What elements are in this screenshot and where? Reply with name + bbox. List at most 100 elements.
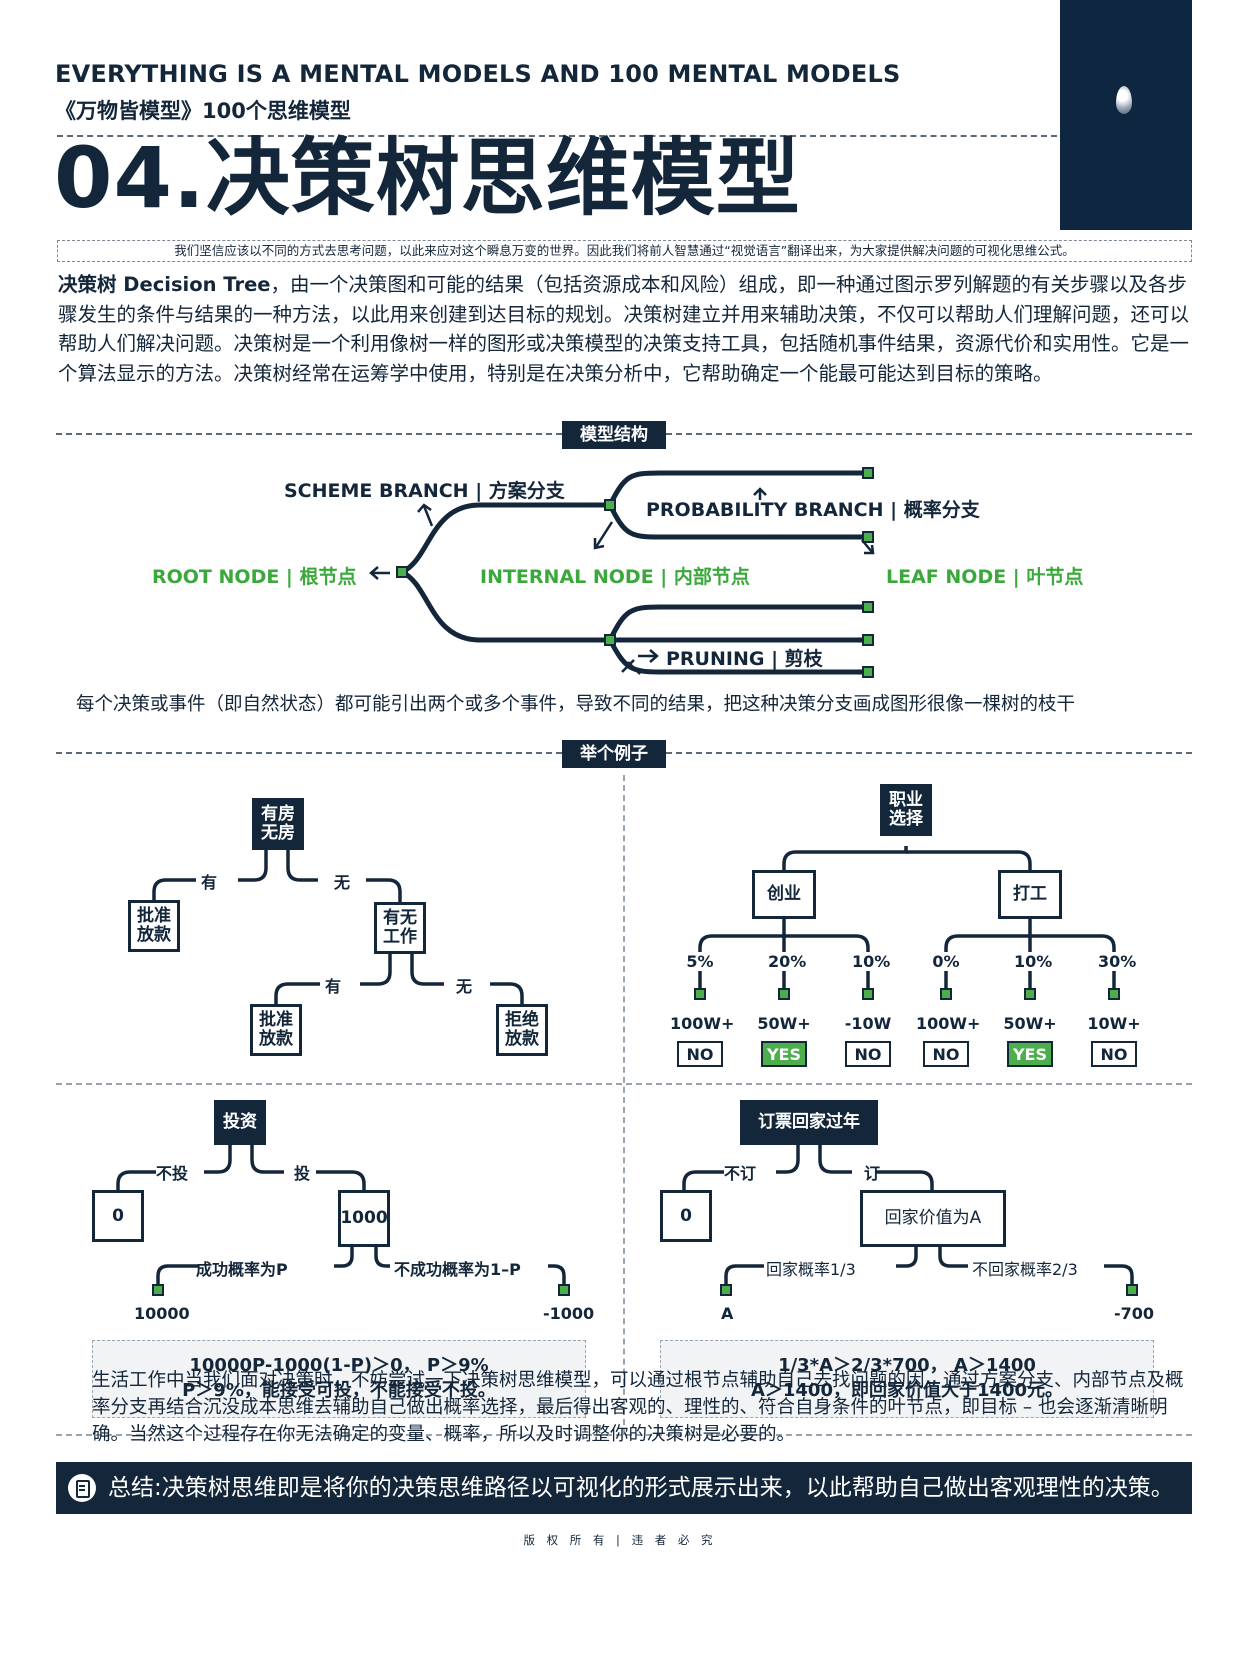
career-leaf-probability: 0%	[930, 952, 962, 971]
ticket-branch-no: 不订	[724, 1164, 757, 1183]
career-leaf-probability: 30%	[1098, 952, 1137, 971]
career-leaf-yes-tag: YES	[761, 1041, 807, 1067]
book-cover-image	[1060, 0, 1192, 230]
label-scheme-branch: SCHEME BRANCH | 方案分支	[284, 480, 565, 502]
leaf-node-square	[862, 531, 874, 543]
house-root-node: 有房无房	[252, 798, 304, 850]
example-horizontal-divider	[56, 1083, 1192, 1085]
ticket-leaf-home: A	[721, 1304, 734, 1323]
ticket-leaf-square	[720, 1284, 732, 1296]
career-leaf-value: 100W+	[670, 1014, 735, 1033]
ticket-branch-yes: 订	[864, 1164, 881, 1183]
career-leaf-probability: 20%	[768, 952, 807, 971]
house-leaf-approve: 批准放款	[128, 900, 180, 952]
career-leaf-square	[940, 988, 952, 1000]
intro-body: ，由一个决策图和可能的结果（包括资源成本和风险）组成，即一种通过图示罗列解题的有…	[58, 273, 1190, 385]
career-leaf-square	[862, 988, 874, 1000]
invest-value-zero: 0	[92, 1190, 144, 1242]
intro-paragraph: 决策树 Decision Tree，由一个决策图和可能的结果（包括资源成本和风险…	[58, 270, 1193, 388]
invest-leaf-square	[152, 1284, 164, 1296]
career-leaf-value: -10W	[844, 1014, 892, 1033]
ticket-leaf-square	[1126, 1284, 1138, 1296]
water-drop-icon	[1116, 86, 1132, 114]
house-work-node: 有无工作	[374, 902, 426, 954]
invest-branch-no: 不投	[156, 1164, 189, 1183]
invest-formula: 10000P-1000(1-P)＞0， P＞9% P＞9%，能接受可投，不能接受…	[92, 1340, 586, 1418]
career-leaf-yes-tag: YES	[1007, 1041, 1053, 1067]
tagline: 我们坚信应该以不同的方式去思考问题，以此来应对这个瞬息万变的世界。因此我们将前人…	[57, 240, 1192, 262]
career-leaf-no-tag: NO	[1091, 1041, 1137, 1067]
leaf-node-square	[862, 467, 874, 479]
career-leaf-no-tag: NO	[923, 1041, 969, 1067]
outro-paragraph: 生活工作中当我们面对决策时，不妨尝试一下决策树思维模型，可以通过根节点辅助自己去…	[92, 1370, 1184, 1445]
career-leaf-square	[694, 988, 706, 1000]
chinese-subtitle: 《万物皆模型》100个思维模型	[55, 99, 351, 123]
label-leaf-node: LEAF NODE | 叶节点	[886, 566, 1084, 588]
ticket-value-zero: 0	[660, 1190, 712, 1242]
internal-node-square	[604, 499, 616, 511]
career-leaf-square	[1024, 988, 1036, 1000]
career-leaf-value: 50W+	[1003, 1014, 1057, 1033]
root-node-square	[396, 566, 408, 578]
invest-branch-yes: 投	[294, 1164, 311, 1183]
ticket-formula-line2: A＞1400，即回家价值大于1400元。	[750, 1380, 1064, 1401]
house-leaf-reject: 拒绝放款	[496, 1004, 548, 1056]
ticket-formula: 1/3*A＞2/3*700， A＞1400 A＞1400，即回家价值大于1400…	[660, 1340, 1154, 1418]
career-root-node: 职业选择	[880, 784, 932, 836]
divider	[57, 135, 1057, 137]
ticket-leaf-not-home: -700	[1114, 1304, 1155, 1323]
career-branch-startup: 创业	[752, 870, 816, 919]
invest-leaf-success: 10000	[134, 1304, 190, 1323]
structure-caption: 每个决策或事件（即自然状态）都可能引出两个或多个事件，导致不同的结果，把这种决策…	[76, 694, 1076, 715]
invest-fail-prob: 不成功概率为1–P	[394, 1260, 521, 1279]
note-icon	[68, 1474, 96, 1502]
career-leaf-probability: 10%	[852, 952, 891, 971]
ticket-value-home: 回家价值为A	[860, 1190, 1006, 1247]
career-branch-job: 打工	[998, 870, 1062, 919]
leaf-node-square	[862, 666, 874, 678]
ticket-formula-line1: 1/3*A＞2/3*700， A＞1400	[778, 1355, 1036, 1376]
house-branch-no-2: 无	[456, 977, 473, 996]
invest-value-1000: 1000	[338, 1190, 390, 1247]
invest-leaf-square	[558, 1284, 570, 1296]
page-title: 04.决策树思维模型	[54, 129, 801, 227]
career-leaf-value: 100W+	[916, 1014, 981, 1033]
invest-success-prob: 成功概率为P	[196, 1260, 288, 1279]
example-bottom-divider	[56, 1434, 1192, 1436]
ticket-not-home-prob: 不回家概率2/3	[972, 1260, 1078, 1279]
career-leaf-probability: 5%	[684, 952, 716, 971]
career-leaf-value: 50W+	[757, 1014, 811, 1033]
english-title: EVERYTHING IS A MENTAL MODELS AND 100 ME…	[55, 60, 901, 88]
career-leaf-square	[1108, 988, 1120, 1000]
house-leaf-approve-2: 批准放款	[250, 1004, 302, 1056]
house-branch-yes: 有	[201, 873, 218, 892]
invest-formula-line1: 10000P-1000(1-P)＞0， P＞9%	[189, 1355, 489, 1376]
career-leaf-no-tag: NO	[845, 1041, 891, 1067]
summary-bar: 总结:决策树思维即是将你的决策思维路径以可视化的形式展示出来，以此帮助自己做出客…	[56, 1462, 1192, 1514]
section-label-structure: 模型结构	[562, 421, 666, 449]
label-probability-branch: PROBABILITY BRANCH | 概率分支	[646, 499, 980, 521]
intro-term: 决策树 Decision Tree	[58, 273, 271, 296]
invest-root-node: 投资	[214, 1100, 266, 1145]
house-branch-yes-2: 有	[325, 977, 342, 996]
label-root-node: ROOT NODE | 根节点	[152, 566, 357, 588]
leaf-node-square	[862, 601, 874, 613]
ticket-home-prob: 回家概率1/3	[766, 1260, 856, 1279]
copyright: 版 权 所 有 | 违 者 必 究	[523, 1533, 717, 1547]
ticket-root-node: 订票回家过年	[740, 1100, 878, 1145]
summary-text: 总结:决策树思维即是将你的决策思维路径以可视化的形式展示出来，以此帮助自己做出客…	[108, 1475, 1174, 1501]
label-internal-node: INTERNAL NODE | 内部节点	[480, 566, 750, 588]
invest-formula-line2: P＞9%，能接受可投，不能接受不投。	[182, 1380, 496, 1401]
internal-node-square	[604, 634, 616, 646]
career-leaf-probability: 10%	[1014, 952, 1053, 971]
label-pruning: PRUNING | 剪枝	[666, 648, 823, 670]
invest-leaf-fail: -1000	[543, 1304, 595, 1323]
example-vertical-divider	[623, 775, 625, 1435]
career-leaf-square	[778, 988, 790, 1000]
career-leaf-no-tag: NO	[677, 1041, 723, 1067]
career-leaf-value: 10W+	[1087, 1014, 1141, 1033]
section-label-examples: 举个例子	[562, 740, 666, 768]
house-branch-no: 无	[334, 873, 351, 892]
